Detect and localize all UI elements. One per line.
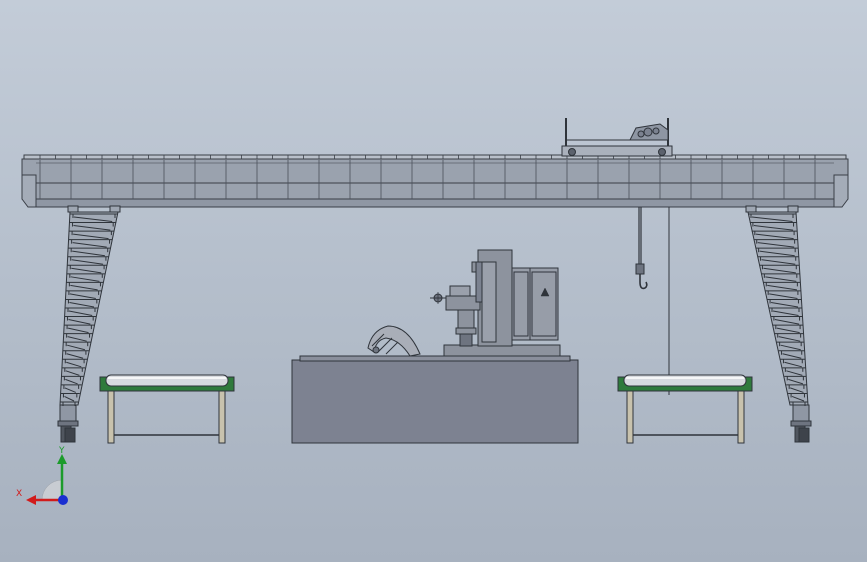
truss-diagonal: [65, 378, 78, 385]
truss-diagonal: [67, 336, 87, 342]
main-girder: [21, 154, 849, 208]
truss-diagonal: [772, 310, 799, 317]
right-gantry-leg: [745, 205, 812, 443]
truss-diagonal: [774, 319, 800, 325]
truss-diagonal: [72, 250, 105, 257]
girder-rail-ticks: [39, 155, 816, 159]
truss-diagonal: [70, 284, 98, 291]
truss-diagonal: [769, 293, 798, 299]
workpiece-part: [367, 325, 421, 357]
truss-diagonal: [755, 233, 794, 240]
truss-diagonal: [68, 319, 91, 325]
truss-diagonal: [73, 216, 113, 223]
truss-diagonal: [765, 276, 797, 282]
truss-diagonal: [66, 361, 82, 368]
truss-diagonal: [70, 276, 100, 282]
y-axis-label: Y: [58, 446, 65, 456]
right-leg-truss-members: [748, 213, 808, 406]
truss-diagonal: [784, 361, 802, 368]
x-axis-label: X: [16, 489, 22, 499]
left-leg-truss-members: [60, 213, 118, 406]
truss-diagonal: [786, 370, 803, 376]
truss-diagonal: [69, 301, 95, 308]
warning-sign-icon: [540, 287, 550, 297]
truss-diagonal: [788, 378, 804, 385]
truss-diagonal: [71, 267, 102, 274]
truss-diagonal: [776, 327, 800, 334]
truss-diagonal: [72, 242, 107, 248]
truss-diagonal: [64, 396, 75, 402]
truss-diagonal: [753, 225, 794, 231]
truss-diagonal: [68, 310, 93, 317]
coordinate-triad-icon: X Y: [16, 446, 68, 505]
truss-diagonal: [71, 259, 104, 265]
truss-diagonal: [767, 284, 797, 291]
truss-diagonal: [67, 344, 86, 351]
girder-stiffener-ribs: [39, 160, 816, 199]
crane-trolley: [561, 118, 673, 157]
truss-diagonal: [65, 370, 80, 376]
truss-diagonal: [791, 395, 805, 402]
truss-diagonal: [759, 250, 795, 257]
hoist-hook: [635, 207, 670, 395]
truss-diagonal: [64, 387, 77, 393]
crane-hook-icon: [639, 274, 648, 290]
truss-diagonal: [751, 216, 793, 223]
right-roller-conveyor: [617, 374, 753, 444]
z-axis-dot: [58, 495, 68, 505]
truss-diagonal: [757, 242, 795, 248]
milling-machine: [430, 249, 561, 357]
truss-diagonal: [66, 353, 84, 359]
truss-diagonal: [73, 233, 109, 240]
machine-pedestal: [291, 355, 579, 444]
truss-diagonal: [790, 387, 804, 393]
left-roller-conveyor: [99, 374, 235, 444]
truss-diagonal: [73, 225, 111, 231]
truss-diagonal: [69, 293, 96, 299]
truss-diagonal: [761, 259, 796, 265]
truss-diagonal: [67, 327, 89, 334]
truss-diagonal: [771, 301, 799, 308]
truss-diagonal: [763, 267, 796, 274]
truss-diagonal: [782, 353, 802, 359]
truss-diagonal: [780, 344, 801, 351]
truss-diagonal: [778, 336, 801, 342]
